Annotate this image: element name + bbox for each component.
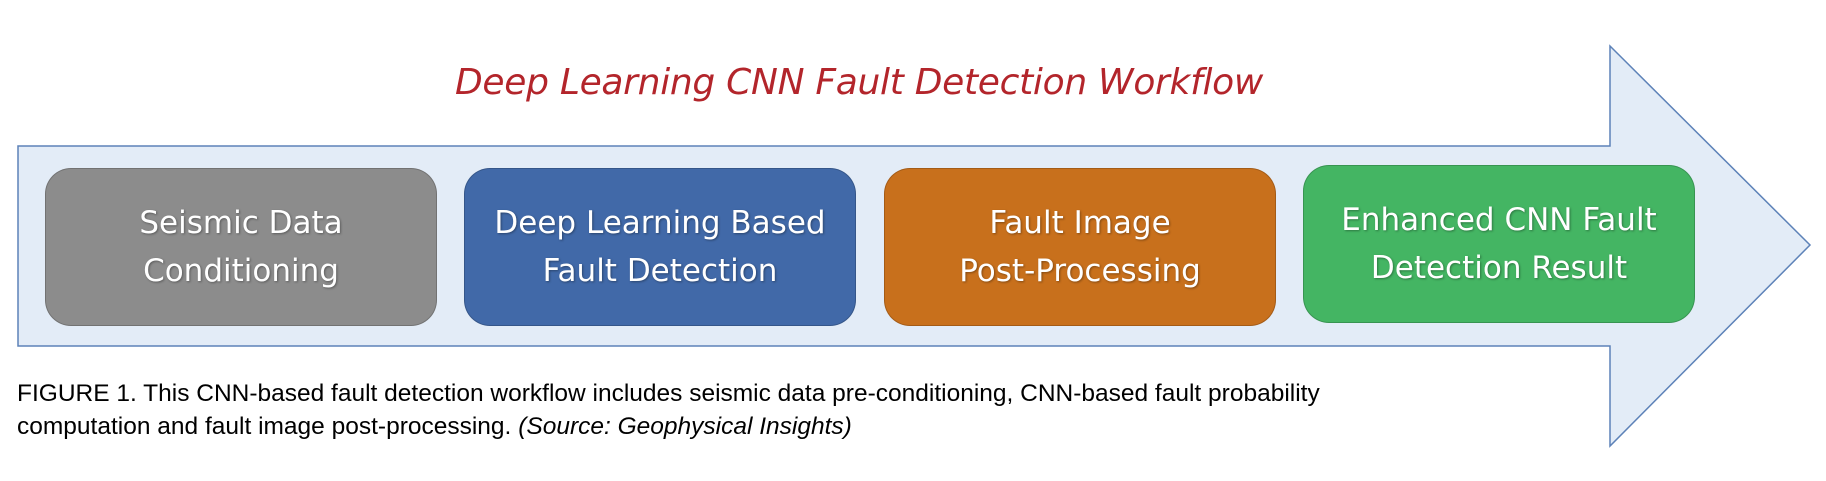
caption-text: FIGURE 1. This CNN-based fault detection…: [17, 380, 1320, 440]
step-label-line: Detection Result: [1370, 250, 1628, 286]
step-label-line: Enhanced CNN Fault: [1341, 202, 1657, 238]
step-label-line: Fault Image: [989, 205, 1171, 241]
step-deep-learning-fault-detection: Deep Learning Based Fault Detection: [464, 168, 856, 326]
step-label-line: Deep Learning Based: [494, 205, 826, 241]
step-label-line: Fault Detection: [542, 253, 778, 289]
step-fault-image-post-processing: Fault Image Post-Processing: [884, 168, 1276, 326]
caption-source: (Source: Geophysical Insights): [518, 413, 852, 440]
step-seismic-data-conditioning: Seismic Data Conditioning: [45, 168, 437, 326]
step-label-line: Conditioning: [143, 253, 339, 289]
step-label-line: Seismic Data: [139, 205, 343, 241]
figure-caption: FIGURE 1. This CNN-based fault detection…: [17, 377, 1417, 443]
step-label-line: Post-Processing: [959, 253, 1201, 289]
diagram-title: Deep Learning CNN Fault Detection Workfl…: [455, 62, 1264, 103]
step-enhanced-cnn-result: Enhanced CNN Fault Detection Result: [1303, 165, 1695, 323]
